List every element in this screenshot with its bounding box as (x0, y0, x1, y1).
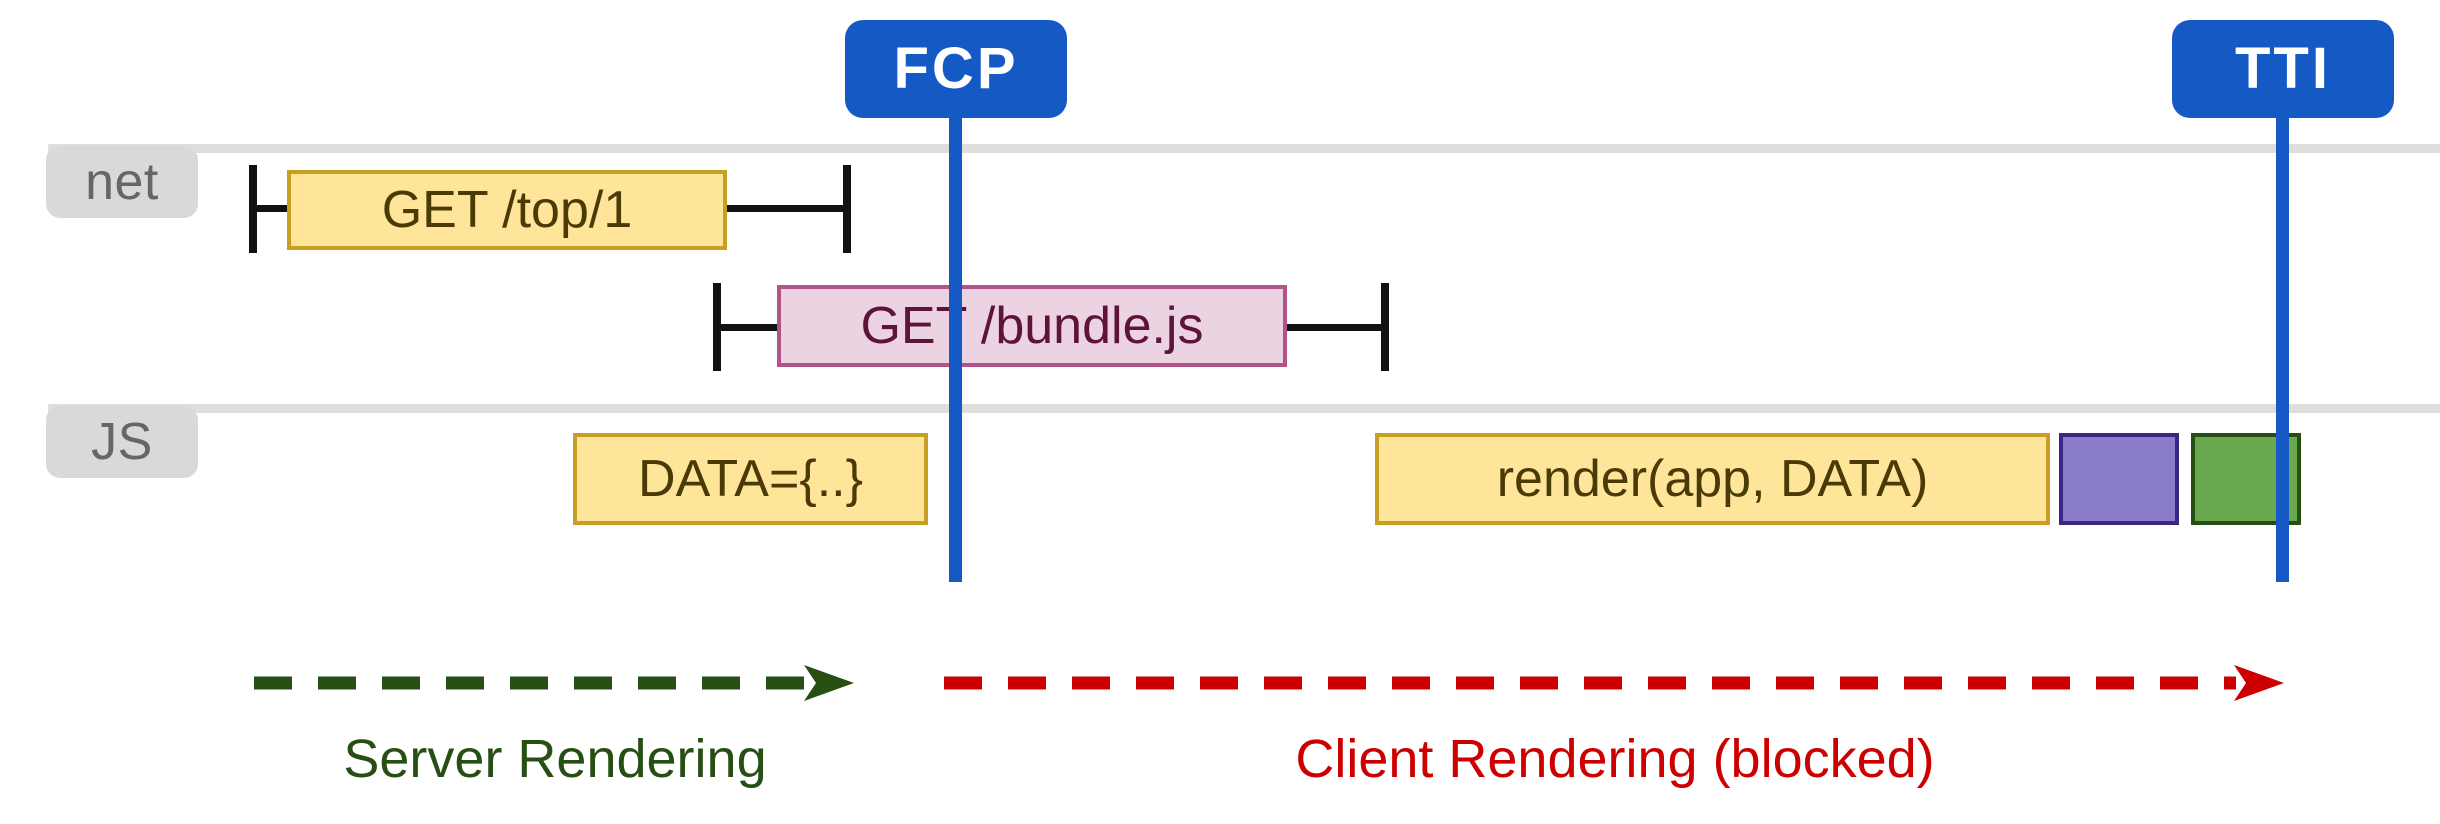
phase-label-text-client: Client Rendering (blocked) (1295, 729, 1935, 789)
whisker-line-right-get-bundle (1283, 324, 1389, 331)
lane-badge-net: net (46, 146, 198, 218)
phase-arrow-server-rendering (254, 665, 854, 701)
phase-label-client-rendering: Client Rendering (blocked) (940, 732, 2290, 786)
milestone-badge-fcp[interactable]: FCP (845, 20, 1067, 118)
phase-label-text-server: Server Rendering (343, 729, 767, 789)
milestone-badge-tti[interactable]: TTI (2172, 20, 2394, 118)
milestone-line-fcp (949, 74, 962, 582)
whisker-line-left-get-bundle (713, 324, 781, 331)
task-label-get-bundle: GET /bundle.js (860, 297, 1204, 355)
whisker-cap-right-get-top (843, 165, 851, 253)
task-data-assign[interactable]: DATA={..} (573, 433, 928, 525)
lane-label-js: JS (91, 413, 153, 471)
task-label-get-top: GET /top/1 (381, 181, 633, 239)
task-get-bundle[interactable]: GET /bundle.js (777, 285, 1287, 367)
task-get-top[interactable]: GET /top/1 (287, 170, 727, 250)
milestone-label-fcp: FCP (893, 36, 1019, 101)
phase-label-server-rendering: Server Rendering (250, 732, 860, 786)
milestone-label-tti: TTI (2235, 36, 2331, 101)
phase-arrow-client-rendering (944, 665, 2284, 701)
task-js-task-purple[interactable] (2059, 433, 2179, 525)
whisker-cap-right-get-bundle (1381, 283, 1389, 371)
whisker-line-right-get-top (725, 205, 849, 212)
task-label-data-assign: DATA={..} (638, 450, 863, 508)
task-render-app[interactable]: render(app, DATA) (1375, 433, 2050, 525)
task-label-render-app: render(app, DATA) (1496, 450, 1929, 508)
lane-rule-js (48, 404, 2440, 413)
milestone-line-tti (2276, 74, 2289, 582)
lane-rule-net (48, 144, 2440, 153)
lane-badge-js: JS (46, 406, 198, 478)
whisker-line-left-get-top (249, 205, 293, 212)
lane-label-net: net (85, 153, 159, 211)
